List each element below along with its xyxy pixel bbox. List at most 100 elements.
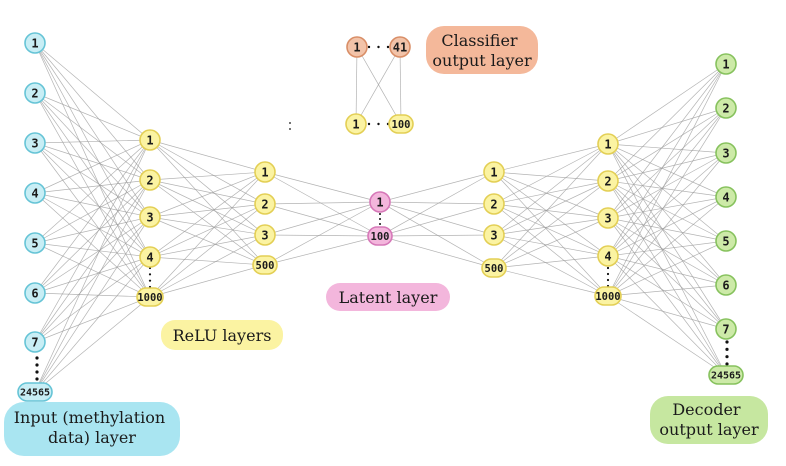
relu1-to-relu2-edge bbox=[149, 171, 266, 218]
relu4-to-decoder-edge bbox=[607, 143, 727, 330]
input-node-3: 3 bbox=[24, 132, 46, 154]
relu3-to-relu4-edge bbox=[493, 180, 609, 269]
relu3-to-relu4-edge bbox=[493, 217, 609, 269]
latent-ellipsis-dot bbox=[379, 213, 381, 215]
node-label: 24565 bbox=[711, 371, 741, 382]
label-highlights bbox=[4, 26, 768, 456]
latent-to-relu3-edge bbox=[379, 203, 495, 237]
node-shape bbox=[481, 258, 507, 278]
relu4-to-decoder-edge bbox=[607, 180, 727, 242]
relu1-to-relu2-edge bbox=[149, 171, 266, 298]
relu4-to-decoder-edge bbox=[607, 107, 727, 219]
input-to-relu1-edge bbox=[34, 139, 151, 144]
relu3-to-relu4-edge bbox=[493, 143, 609, 173]
node-shape bbox=[597, 133, 619, 155]
node-shape bbox=[369, 191, 391, 213]
relu2-to-latent-edge bbox=[264, 171, 381, 237]
relu4-to-decoder-edge bbox=[607, 180, 727, 376]
input-to-relu1-edge bbox=[34, 216, 151, 294]
latent-to-relu3-edge bbox=[379, 171, 495, 237]
decoder-label-line-2: output layer bbox=[659, 420, 759, 439]
relu4-to-decoder-edge bbox=[607, 63, 727, 145]
relu3-node-500: 500 bbox=[481, 258, 507, 278]
node-label: 3 bbox=[261, 228, 268, 242]
relu2-to-latent-edge bbox=[264, 201, 381, 205]
input-ellipsis-dot bbox=[35, 377, 39, 381]
relu2-node-500: 500 bbox=[252, 255, 278, 275]
node-label: 2 bbox=[31, 86, 38, 100]
input-to-relu1-edge bbox=[34, 296, 151, 343]
node-label: 7 bbox=[31, 335, 38, 349]
input-node-5: 5 bbox=[24, 232, 46, 254]
node-shape bbox=[254, 161, 276, 183]
node-label: 3 bbox=[146, 210, 153, 224]
relu4-to-decoder-edge bbox=[607, 107, 727, 145]
node-shape bbox=[24, 182, 46, 204]
node-shape bbox=[345, 113, 367, 135]
relu3-to-relu4-edge bbox=[493, 203, 609, 297]
ellipsis-dots bbox=[35, 45, 729, 381]
node-shape bbox=[346, 36, 368, 58]
input-to-relu1-edge bbox=[34, 139, 151, 393]
node-label: 2 bbox=[722, 101, 729, 115]
node-label: 5 bbox=[31, 236, 38, 250]
node-label: 2 bbox=[604, 174, 611, 188]
relu4-node-1: 1 bbox=[597, 133, 619, 155]
relu4-to-decoder-edge bbox=[607, 152, 727, 297]
node-label: 41 bbox=[393, 40, 407, 54]
input-to-relu1-edge bbox=[34, 256, 151, 294]
input-to-relu1-edge bbox=[34, 92, 151, 218]
relu4-to-decoder-edge bbox=[607, 63, 727, 257]
relu4-to-decoder-edge bbox=[607, 255, 727, 286]
input-to-relu1-edge bbox=[34, 242, 151, 258]
node-shape bbox=[715, 142, 737, 164]
decoder-label-line-1: Decoder bbox=[672, 400, 741, 419]
relu4-ellipsis-dot bbox=[606, 266, 610, 270]
relu-label-highlight bbox=[161, 320, 283, 350]
decoder-label-highlight bbox=[650, 396, 768, 444]
relu3-to-relu4-edge bbox=[493, 234, 609, 297]
node-label: 4 bbox=[31, 186, 38, 200]
relu4-ellipsis-dot bbox=[606, 278, 610, 282]
latent-to-relu3-edge bbox=[379, 234, 495, 237]
relu4-to-decoder-edge bbox=[607, 255, 727, 376]
node-label: 6 bbox=[31, 286, 38, 300]
latent-layer-label: Latent layer bbox=[339, 288, 438, 307]
input-ellipsis-dot bbox=[35, 363, 39, 367]
node-label: 2 bbox=[490, 197, 497, 211]
node-shape bbox=[597, 245, 619, 267]
node-shape bbox=[715, 97, 737, 119]
node-shape bbox=[24, 232, 46, 254]
relu4-to-decoder-edge bbox=[607, 63, 727, 182]
relu3-node-2: 2 bbox=[483, 193, 505, 215]
relu1-node-1000: 1000 bbox=[136, 287, 164, 307]
relu1-to-relu2-edge bbox=[149, 256, 266, 266]
node-shape bbox=[139, 129, 161, 151]
latent-to-relu3-edge bbox=[379, 201, 495, 236]
node-shape bbox=[715, 230, 737, 252]
input-to-relu1-edge bbox=[34, 216, 151, 343]
node-shape bbox=[715, 53, 737, 75]
decoder-node-1: 1 bbox=[715, 53, 737, 75]
relu4-to-decoder-edge bbox=[607, 143, 727, 198]
relu4-node-2: 2 bbox=[597, 170, 619, 192]
relu2-node-1: 1 bbox=[254, 161, 276, 183]
input-node-2: 2 bbox=[24, 82, 46, 104]
node-label: 1 bbox=[352, 117, 359, 131]
node-shape bbox=[136, 287, 164, 307]
decoder-ellipsis-dot bbox=[725, 340, 729, 344]
relu3-to-relu4-edge bbox=[493, 143, 609, 269]
node-shape bbox=[139, 206, 161, 228]
relu2-to-latent-edge bbox=[264, 201, 381, 266]
input-to-relu1-edge bbox=[34, 139, 151, 244]
decoder-node-4: 4 bbox=[715, 186, 737, 208]
classifier-output-layer-label: Classifier output layer bbox=[432, 31, 532, 70]
relu4-to-decoder-edge bbox=[607, 152, 727, 182]
input-node-1: 1 bbox=[24, 32, 46, 54]
node-shape bbox=[24, 331, 46, 353]
relu4-ellipsis-dot bbox=[606, 272, 610, 276]
relu1-to-relu2-edge bbox=[149, 139, 266, 266]
decoder-output-layer-label: Decoder output layer bbox=[659, 400, 759, 439]
relu3-to-relu4-edge bbox=[493, 171, 609, 182]
node-shape bbox=[483, 193, 505, 215]
